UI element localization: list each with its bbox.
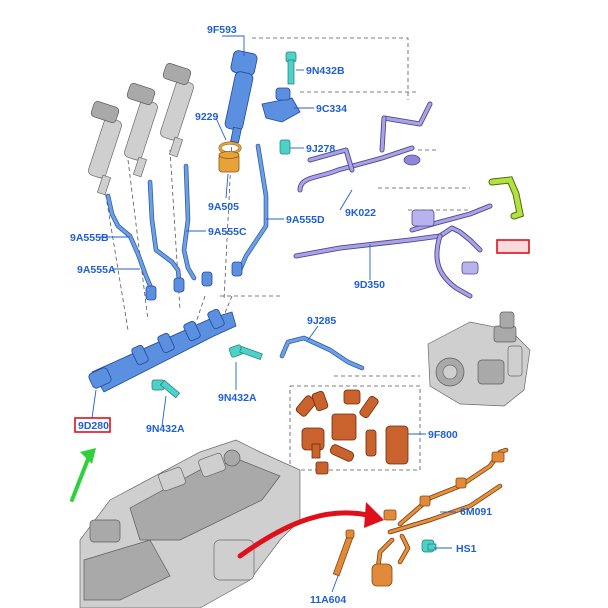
wiring-harness-6M091 bbox=[371, 447, 509, 587]
clamp-9C334 bbox=[261, 87, 301, 123]
green-arrow-icon bbox=[70, 448, 96, 502]
seal-kit-9F800-box bbox=[289, 385, 421, 471]
label-11A604[interactable]: 11A604 bbox=[310, 594, 346, 606]
seal-kit-9F800 bbox=[295, 389, 409, 475]
label-9C334[interactable]: 9C334 bbox=[316, 103, 347, 115]
bolt-9J278 bbox=[279, 139, 291, 155]
fuel-line-9D350 bbox=[293, 203, 493, 299]
injector-pipe-9A555A bbox=[147, 179, 183, 293]
label-9N432A-lower[interactable]: 9N432A bbox=[146, 423, 185, 435]
bolt-HS1 bbox=[421, 539, 437, 553]
label-9J285[interactable]: 9J285 bbox=[307, 315, 336, 327]
label-9D350[interactable]: 9D350 bbox=[354, 279, 385, 291]
injector-pipe-9A555C bbox=[181, 163, 197, 281]
high-pressure-pump bbox=[427, 311, 531, 407]
label-9A555D[interactable]: 9A555D bbox=[286, 214, 325, 226]
injector-pipe-9A555B bbox=[105, 193, 155, 293]
label-9A505[interactable]: 9A505 bbox=[208, 201, 239, 213]
highlight-box-hose bbox=[496, 239, 530, 254]
label-9K022[interactable]: 9K022 bbox=[345, 207, 376, 219]
label-9N432B[interactable]: 9N432B bbox=[306, 65, 345, 77]
injector-1 bbox=[88, 101, 122, 196]
label-HS1[interactable]: HS1 bbox=[456, 543, 477, 555]
bolt-9N432B bbox=[285, 51, 297, 85]
label-9F593[interactable]: 9F593 bbox=[207, 24, 237, 36]
label-9F800[interactable]: 9F800 bbox=[428, 429, 458, 441]
label-6M091[interactable]: 6M091 bbox=[460, 506, 492, 518]
leader-lines bbox=[91, 35, 456, 593]
label-9A555C[interactable]: 9A555C bbox=[208, 226, 247, 238]
injector-2 bbox=[124, 83, 158, 178]
label-9J278[interactable]: 9J278 bbox=[306, 143, 335, 155]
sleeve-9A505 bbox=[218, 151, 240, 173]
label-9229[interactable]: 9229 bbox=[195, 111, 219, 123]
fuel-rail-9D280 bbox=[88, 261, 243, 393]
highlight-box-9D280 bbox=[74, 417, 111, 433]
bolt-9N432A-lower bbox=[151, 379, 181, 399]
label-9D280[interactable]: 9D280 bbox=[78, 420, 109, 432]
label-9N432A-upper[interactable]: 9N432A bbox=[218, 392, 257, 404]
connector-hose-highlighted bbox=[488, 176, 525, 220]
glow-plug-11A604 bbox=[332, 529, 355, 577]
pipe-9J285 bbox=[279, 335, 365, 371]
label-9A555A[interactable]: 9A555A bbox=[77, 264, 116, 276]
engine-block bbox=[79, 439, 301, 608]
red-arrow-icon bbox=[237, 502, 384, 559]
return-line-9K022 bbox=[297, 101, 433, 193]
injector-pipe-9A555D bbox=[237, 143, 269, 273]
injector-highlighted-9F593 bbox=[224, 50, 258, 144]
bolt-9N432A-upper bbox=[228, 344, 263, 361]
label-9A555B[interactable]: 9A555B bbox=[70, 232, 109, 244]
part-labels: 9F593 9N432B 9C334 9229 9J278 9A505 9K02… bbox=[70, 24, 492, 606]
injector-3 bbox=[160, 63, 194, 158]
